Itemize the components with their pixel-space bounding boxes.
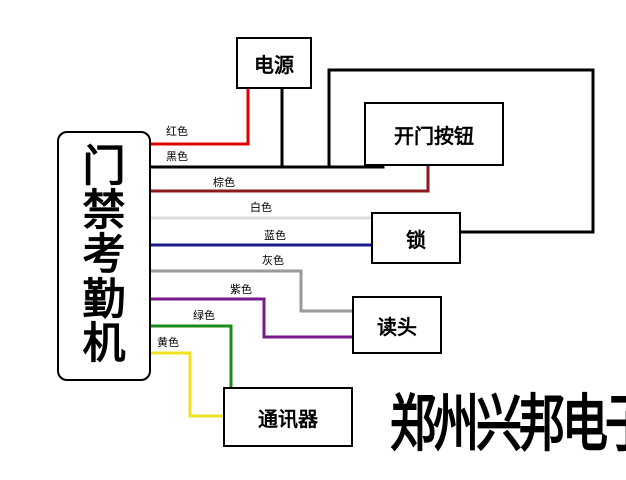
main-box-char: 禁 (82, 186, 126, 237)
access-control-attendance-unit: 门 禁 考 勤 机 (57, 131, 151, 381)
brown-wire-label: 棕色 (213, 176, 235, 189)
lock-box: 锁 (371, 212, 461, 264)
communicator-box: 通讯器 (223, 387, 353, 447)
door-loop-wire (327, 68, 595, 234)
main-box-char: 门 (82, 142, 126, 193)
purple-wire (151, 297, 352, 339)
yellow-wire (151, 351, 223, 418)
green-wire (151, 324, 233, 387)
door-button-box: 开门按钮 (364, 102, 504, 166)
red-wire-label: 红色 (166, 125, 188, 138)
brand-watermark: 郑州兴邦电子 (390, 387, 626, 461)
blue-wire-label: 蓝色 (264, 229, 286, 242)
black-wire-label: 黑色 (166, 150, 188, 163)
green-wire-label: 绿色 (193, 309, 215, 322)
red-wire (151, 89, 250, 146)
brown-wire (151, 166, 430, 193)
main-box-char: 考 (82, 230, 126, 281)
purple-wire-label: 紫色 (230, 283, 252, 296)
main-box-char: 机 (82, 318, 126, 369)
main-box-char: 勤 (82, 274, 126, 325)
white-wire-label: 白色 (250, 201, 272, 214)
gray-wire (151, 269, 352, 313)
yellow-wire-label: 黄色 (157, 336, 179, 349)
reader-box: 读头 (352, 296, 442, 354)
gray-wire-label: 灰色 (262, 254, 284, 267)
black-wire-branch (282, 165, 385, 169)
power-box: 电源 (236, 37, 312, 89)
